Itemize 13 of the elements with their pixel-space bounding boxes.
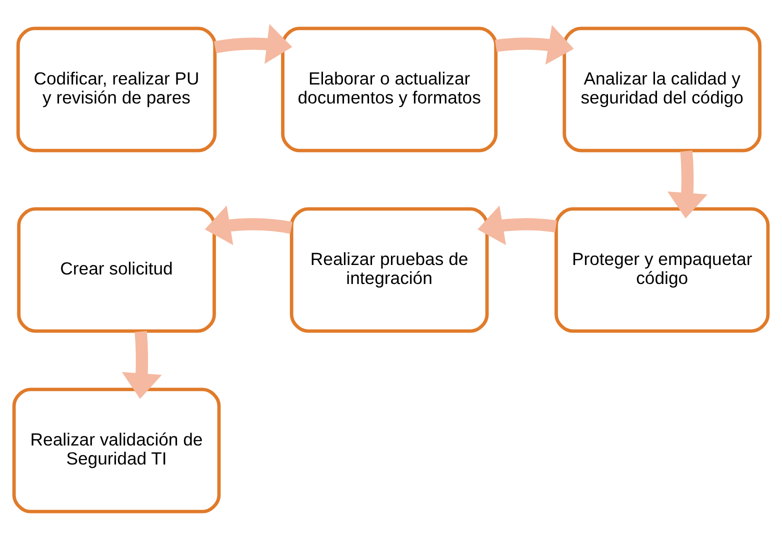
- arrow: [495, 24, 574, 64]
- arrow: [122, 330, 162, 398]
- node-box: Codificar, realizar PU y revisión de pares: [16, 26, 217, 152]
- node-box: Realizar validación de Seguridad TI: [12, 387, 221, 513]
- arrow: [214, 24, 292, 64]
- node-box: Realizar pruebas de integración: [290, 206, 489, 332]
- node-box: Elaborar o actualizar documentos y formatos: [281, 26, 498, 152]
- node-box: Analizar la calidad y seguridad del código: [562, 26, 762, 152]
- arrow: [667, 150, 708, 218]
- node-box: Proteger y empaquetar código: [554, 206, 770, 332]
- arrow: [204, 204, 292, 245]
- node-box: Crear solicitud: [17, 206, 216, 332]
- arrow: [478, 204, 557, 245]
